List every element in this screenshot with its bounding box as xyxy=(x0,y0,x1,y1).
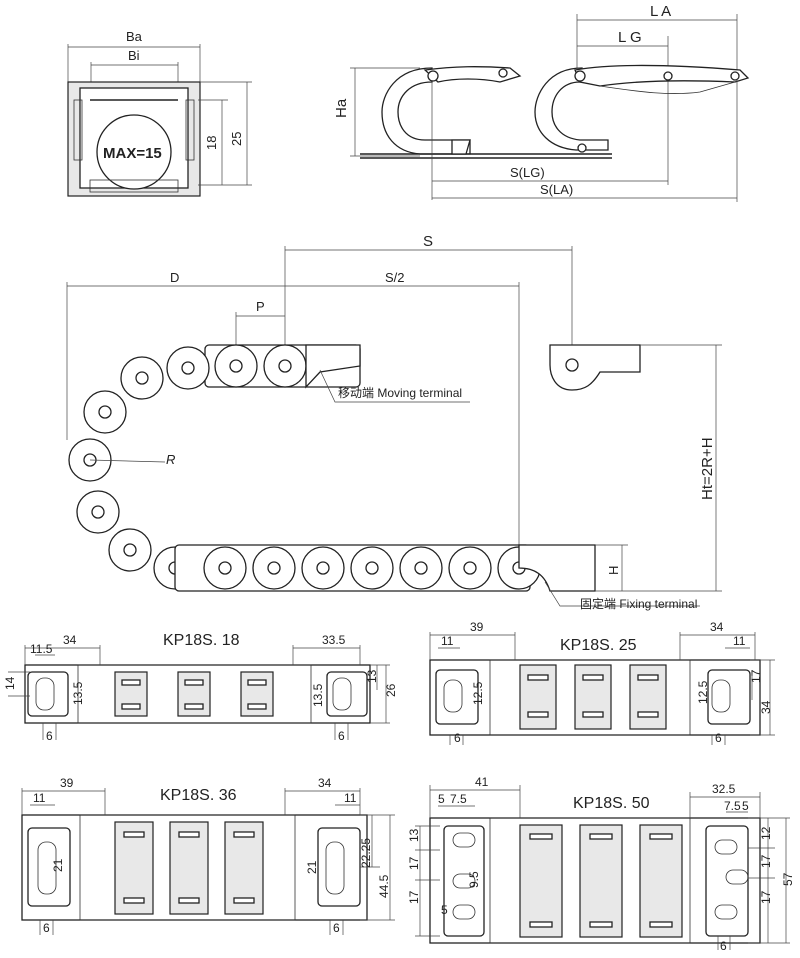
dim-h: H xyxy=(606,566,621,575)
kp25-dim-12-5b: 12.5 xyxy=(696,680,710,704)
dim-bi: Bi xyxy=(128,48,140,63)
kp36-dim-6a: 6 xyxy=(43,921,50,935)
kp18-dim-13: 13 xyxy=(365,669,379,683)
dim-la: L A xyxy=(650,3,671,20)
dim-lg: L G xyxy=(618,29,642,46)
kp18-dim-34: 34 xyxy=(63,633,77,647)
kp18-dim-26: 26 xyxy=(384,683,398,697)
kp18-title: KP18S. 18 xyxy=(163,632,240,649)
kp36-dim-34: 34 xyxy=(318,776,332,790)
kp50-dim-9-5: 9.5 xyxy=(467,871,481,888)
kp36-dim-39: 39 xyxy=(60,776,74,790)
dim-s-half: S/2 xyxy=(385,270,405,285)
dim-18: 18 xyxy=(204,136,219,150)
dim-s-lg: S(LG) xyxy=(510,165,545,180)
kp50-title: KP18S. 50 xyxy=(573,795,650,812)
dim-p: P xyxy=(256,299,265,314)
kp50-dim-6: 6 xyxy=(720,939,727,953)
kp50-dim-5b: 5 xyxy=(441,903,448,917)
kp36-dim-11b: 11 xyxy=(344,791,357,805)
kp36-dim-21a: 21 xyxy=(51,858,65,872)
kp50-dim-5a: 5 xyxy=(438,792,445,806)
kp25-title: KP18S. 25 xyxy=(560,637,637,654)
kp18-dim-11-5: 11.5 xyxy=(30,642,53,656)
kp50-dim-17d: 17 xyxy=(759,890,773,904)
kp50-dim-7-5b: 7.5 xyxy=(724,799,741,813)
kp18-dim-13-5a: 13.5 xyxy=(71,681,85,705)
kp36-title: KP18S. 36 xyxy=(160,787,237,804)
chain-bend-view: S D S/2 P xyxy=(66,233,722,611)
kp50-dim-57: 57 xyxy=(781,872,795,886)
kp25-dim-12-5a: 12.5 xyxy=(471,681,485,705)
kp18-dim-6b: 6 xyxy=(338,729,345,743)
kp50-dim-12: 12 xyxy=(759,826,773,840)
bottom-link-holes xyxy=(203,546,541,590)
kp18-dim-13-5b: 13.5 xyxy=(311,683,325,707)
kp25-dim-34: 34 xyxy=(710,620,724,634)
dim-ht: Ht=2R+H xyxy=(699,437,716,500)
kp18s-25-view: KP18S. 25 39 11 12.5 6 34 11 12.5 xyxy=(429,620,775,745)
kp36-dim-11a: 11 xyxy=(33,791,46,805)
kp50-dim-17b: 17 xyxy=(407,890,421,904)
kp50-dim-32-5: 32.5 xyxy=(712,782,736,796)
kp36-dim-21b: 21 xyxy=(305,860,319,874)
kp50-dim-17a: 17 xyxy=(407,856,421,870)
kp18-dim-14: 14 xyxy=(3,676,17,690)
cross-section-view: Ba Bi MAX=15 18 25 xyxy=(67,29,252,197)
kp36-dim-44-5: 44.5 xyxy=(377,874,391,898)
label-fixing-terminal: 固定端 Fixing terminal xyxy=(580,596,697,611)
kp50-dim-41: 41 xyxy=(475,775,489,789)
kp25-dim-11b: 11 xyxy=(733,634,746,648)
kp50-dim-7-5a: 7.5 xyxy=(450,792,467,806)
dim-ha: Ha xyxy=(333,98,350,118)
dim-d: D xyxy=(170,270,179,285)
kp18-dim-33-5: 33.5 xyxy=(322,633,346,647)
kp18s-18-view: KP18S. 18 34 11.5 14 13.5 6 33.5 13.5 xyxy=(3,632,398,743)
dim-25: 25 xyxy=(229,132,244,146)
kp50-dim-13: 13 xyxy=(407,828,421,842)
kp25-dim-6a: 6 xyxy=(454,731,461,745)
kp18s-36-view: KP18S. 36 39 11 21 6 34 11 21 xyxy=(21,776,395,935)
kp36-dim-6b: 6 xyxy=(333,921,340,935)
max-label: MAX=15 xyxy=(103,145,162,162)
kp25-dim-6b: 6 xyxy=(715,731,722,745)
kp25-dim-39: 39 xyxy=(470,620,484,634)
dim-ba: Ba xyxy=(126,29,143,44)
dim-s-la: S(LA) xyxy=(540,182,573,197)
kp36-dim-22-25: 22.25 xyxy=(359,838,373,868)
dim-r: R xyxy=(166,452,175,467)
side-view-arcs: L A L G Ha S(LG) S(LA) xyxy=(333,3,750,202)
kp25-dim-34v: 34 xyxy=(759,700,773,714)
kp50-dim-5c: 5 xyxy=(742,799,749,813)
kp50-dim-17c: 17 xyxy=(759,854,773,868)
kp18-dim-6a: 6 xyxy=(46,729,53,743)
kp25-dim-11a: 11 xyxy=(441,634,454,648)
kp25-dim-17: 17 xyxy=(749,669,763,683)
dim-s: S xyxy=(423,233,433,250)
label-moving-terminal: 移动端 Moving terminal xyxy=(338,386,462,400)
kp18s-50-view: KP18S. 50 41 5 7.5 13 17 9.5 xyxy=(407,775,795,953)
